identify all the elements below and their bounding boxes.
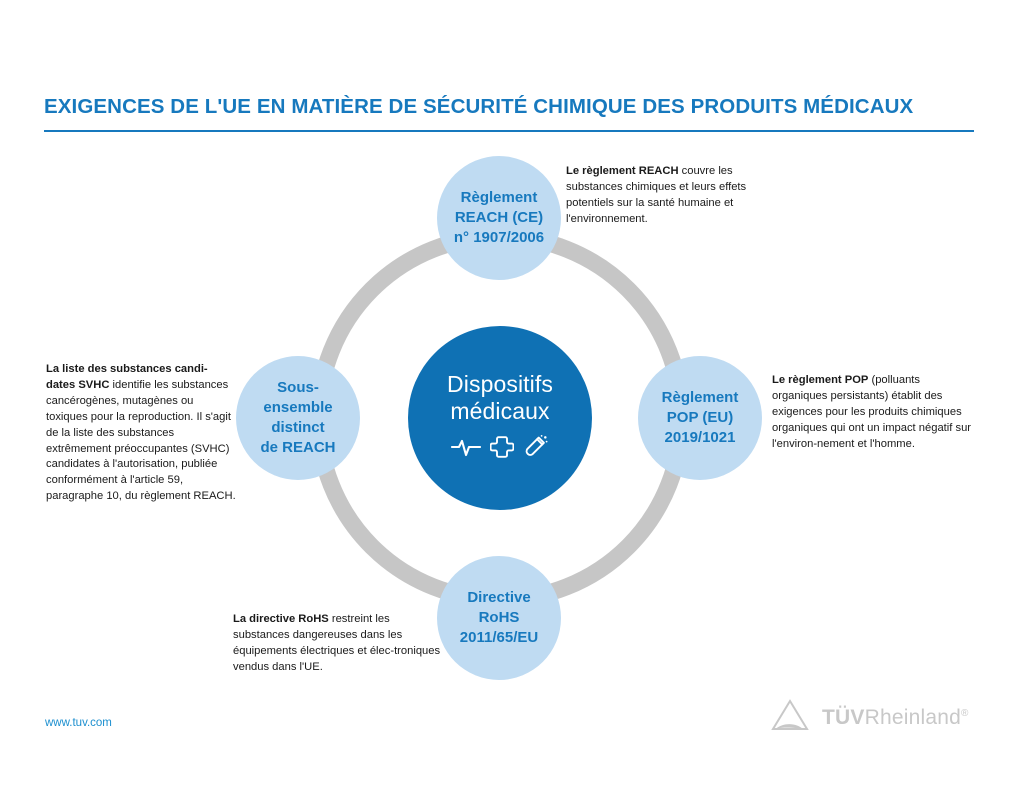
- node-pop-regulation[interactable]: Règlement POP (EU) 2019/1021: [638, 356, 762, 480]
- heartbeat-pulse-icon: [450, 436, 482, 463]
- tuv-rheinland-logo: TÜVRheinland®: [770, 698, 969, 737]
- triangle-mountain-icon: [770, 698, 810, 737]
- node-reach-subset-label: Sous- ensemble distinct de REACH: [260, 379, 336, 456]
- footer-website-link[interactable]: www.tuv.com: [45, 717, 112, 729]
- node-reach-regulation[interactable]: Règlement REACH (CE) n° 1907/2006: [437, 156, 561, 280]
- callout-reach-lead: Le règlement REACH: [566, 165, 679, 177]
- hub-icon-group: [450, 434, 549, 465]
- callout-rohs-body: restreint les substances dangereuses dan…: [233, 613, 441, 673]
- callout-svhc-body: identifie les substances cancérogènes, m…: [46, 378, 236, 503]
- title-underline-rule: [44, 130, 974, 132]
- node-rohs-label: Directive RoHS 2011/65/EU: [459, 589, 539, 646]
- node-rohs-directive[interactable]: Directive RoHS 2011/65/EU: [437, 556, 561, 680]
- callout-pop-lead: Le règlement POP: [772, 374, 869, 386]
- node-pop-label: Règlement POP (EU) 2019/1021: [661, 389, 739, 446]
- test-tube-icon: [523, 434, 549, 465]
- logo-text-tuv: TÜV: [822, 705, 865, 729]
- hub-label: Dispositifs médicaux: [447, 370, 553, 424]
- tuv-rheinland-wordmark: TÜVRheinland®: [822, 706, 969, 730]
- callout-rohs: La directive RoHS restreint les substanc…: [233, 612, 445, 676]
- callout-reach-body: couvre les substances chimiques et leurs…: [566, 165, 747, 225]
- page-title: EXIGENCES DE L'UE EN MATIÈRE DE SÉCURITÉ…: [44, 95, 914, 118]
- callout-rohs-lead: La directive RoHS: [233, 613, 329, 625]
- hub-medical-devices[interactable]: Dispositifs médicaux: [408, 326, 592, 510]
- node-reach-label: Règlement REACH (CE) n° 1907/2006: [453, 189, 545, 246]
- callout-svhc-lead: La liste des substances candi-dates SVHC: [46, 363, 208, 391]
- logo-text-rheinland: Rheinland: [864, 705, 961, 729]
- callout-svhc: La liste des substances candi-dates SVHC…: [46, 362, 236, 505]
- medical-cross-icon: [489, 435, 515, 464]
- callout-pop-body: (polluants organiques persistants) établ…: [772, 374, 972, 450]
- callout-pop: Le règlement POP (polluants organiques p…: [772, 373, 977, 453]
- callout-reach: Le règlement REACH couvre les substances…: [566, 164, 781, 228]
- logo-registered-mark: ®: [960, 707, 969, 719]
- node-reach-subset[interactable]: Sous- ensemble distinct de REACH: [236, 356, 360, 480]
